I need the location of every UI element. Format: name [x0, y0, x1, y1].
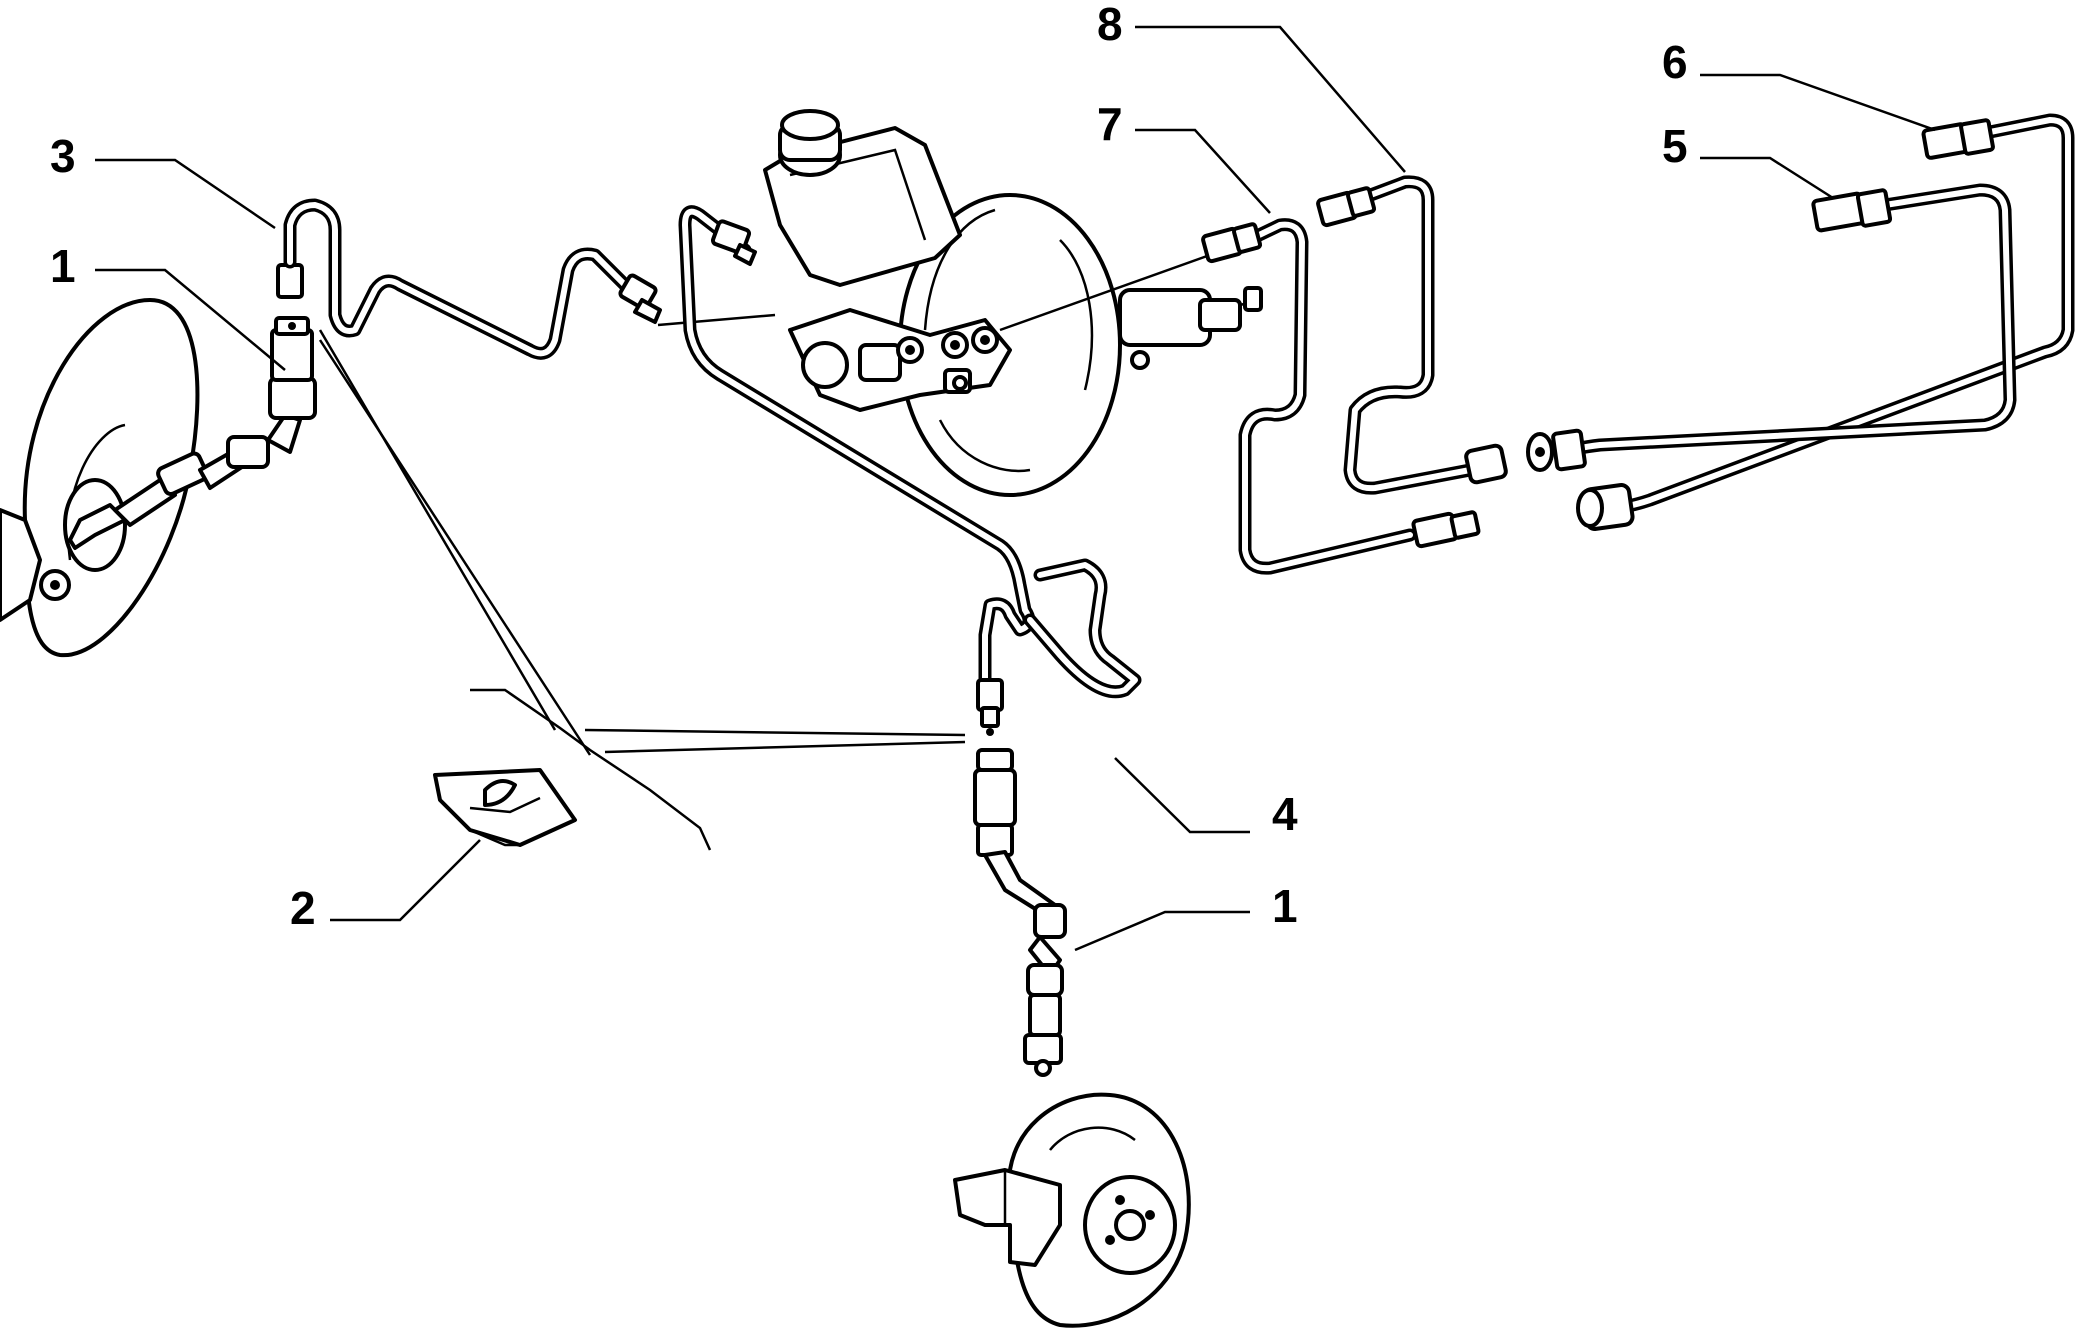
master-cylinder	[788, 308, 1012, 412]
right-flexible-hose	[973, 748, 1067, 1077]
leader-5	[1700, 156, 1834, 200]
master-cylinder-port-union-left	[710, 219, 757, 266]
callout-4: 4	[1272, 788, 1298, 840]
leader-7	[1135, 128, 1271, 214]
rear-pipe-7-end-union	[1411, 510, 1481, 549]
callout-7: 7	[1097, 98, 1123, 150]
callout-1-right: 1	[1272, 880, 1298, 932]
body-panel-outline	[318, 329, 966, 851]
rear-pipe-8-union	[1316, 186, 1377, 228]
left-pipe-union	[618, 273, 662, 324]
rear-pipe-5-union	[1811, 188, 1893, 233]
rear-pipe-7-union	[1201, 222, 1263, 264]
leader-1-right	[1074, 910, 1250, 952]
callout-1-left: 1	[50, 240, 76, 292]
callout-5: 5	[1662, 120, 1688, 172]
right-pipe-union	[976, 678, 1004, 736]
rear-pipe-6-end-union	[1576, 483, 1635, 531]
leader-6	[1700, 73, 1936, 132]
callout-2: 2	[290, 882, 316, 934]
rear-pipe-8-end-union	[1464, 443, 1508, 485]
rear-pipe-6-union	[1921, 118, 1995, 160]
leader-4	[1114, 757, 1250, 834]
pipe-bracket-loop	[1023, 558, 1142, 699]
pipe-retaining-clip	[433, 768, 577, 847]
rear-pipe-8-outline	[1343, 175, 1477, 495]
leader-lines	[95, 25, 1936, 952]
right-brake-disc	[953, 1092, 1191, 1328]
rear-pipe-6-outline	[1593, 113, 2075, 515]
leader-8	[1135, 25, 1406, 173]
rear-pipe-5-outline	[1558, 183, 2017, 459]
left-flexible-hose	[68, 263, 317, 550]
leader-1-left	[95, 268, 286, 371]
callout-6: 6	[1662, 36, 1688, 88]
callout-3: 3	[50, 130, 76, 182]
brake-fluid-reservoir	[763, 109, 962, 287]
leader-2	[330, 839, 481, 922]
left-brake-disc	[0, 298, 200, 658]
callout-8: 8	[1097, 0, 1123, 50]
rear-pipe-5-end-union	[1526, 428, 1587, 472]
leader-3	[95, 158, 276, 230]
